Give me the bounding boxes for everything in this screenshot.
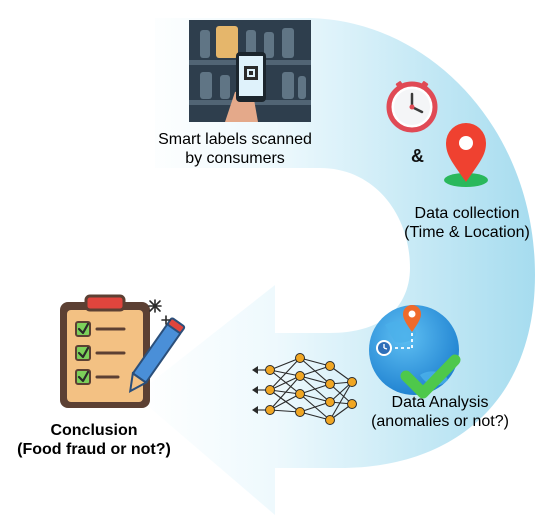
- data-analysis-step-label: Data Analysis (anomalies or not?): [352, 394, 528, 432]
- data-collection-step-label: Data collection (Time & Location): [384, 205, 550, 243]
- clock-icon: [386, 81, 438, 133]
- globe-check-icon: [369, 305, 461, 399]
- curved-flow-arrow: [135, 18, 535, 515]
- smart-labels-line-2: by consumers: [185, 149, 285, 167]
- smart-labels-line-1: Smart labels scanned: [158, 131, 312, 148]
- conclusion-line-1: Conclusion: [50, 422, 138, 439]
- location-pin-icon: [444, 123, 488, 187]
- smart-labels-step-label: Smart labels scanned by consumers: [140, 131, 330, 169]
- clipboard-checklist-icon: [60, 294, 186, 408]
- data-analysis-line-1: Data Analysis: [391, 394, 489, 411]
- ampersand-label: &: [411, 146, 424, 166]
- shelf-scan-icon: [189, 20, 311, 122]
- data-collection-line-2: (Time & Location): [404, 223, 530, 241]
- conclusion-step-label: Conclusion (Food fraud or not?): [0, 422, 188, 460]
- conclusion-line-2: (Food fraud or not?): [17, 440, 171, 458]
- data-analysis-line-2: (anomalies or not?): [371, 412, 509, 430]
- data-collection-line-1: Data collection: [414, 205, 520, 222]
- neural-network-icon: [252, 353, 357, 425]
